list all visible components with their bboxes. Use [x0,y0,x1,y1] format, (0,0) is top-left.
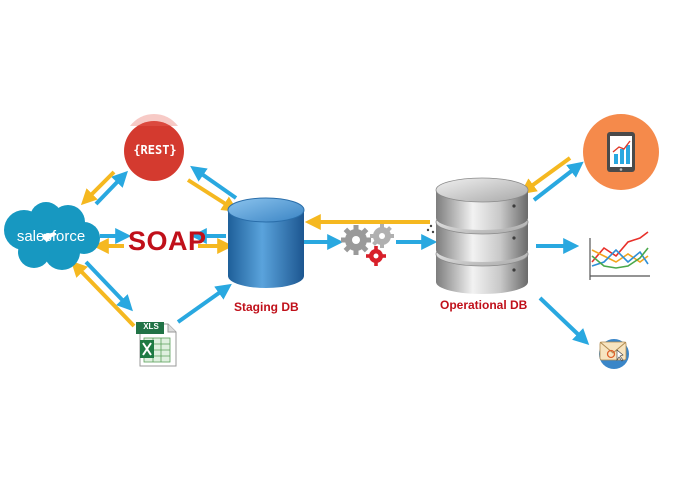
email-icon [599,339,629,369]
arrow-xls-to-staging [176,283,232,324]
gears-icon [341,224,394,266]
staging-db-icon [227,197,305,288]
salesforce-cloud-icon [4,202,100,270]
operational-db-icon [426,177,529,294]
tablet-chart-icon [583,114,659,190]
soap-label: SOAP [128,226,207,256]
arrow-rest-to-salesforce [80,170,116,206]
arrow-salesforce-to-rest [94,170,128,206]
arrow-operational-to-tablet [532,161,584,202]
arrow-rest-to-staging [186,178,239,212]
arrows [70,156,590,345]
arrow-xls-to-salesforce [70,260,136,328]
staging-db-label: Staging DB [234,300,299,314]
rest-label: {REST} [133,143,177,157]
arrow-tablet-to-operational [520,156,572,195]
line-chart-icon [589,231,650,280]
arrow-salesforce-to-xls [84,260,133,312]
operational-db-label: Operational DB [440,298,528,312]
arrow-operational-to-email [538,296,590,345]
arrow-staging-to-rest [190,165,238,200]
xls-label: XLS [143,322,159,331]
rest-api-icon [124,114,184,181]
excel-file-icon [136,322,177,367]
salesforce-label: salesforce [16,228,86,245]
